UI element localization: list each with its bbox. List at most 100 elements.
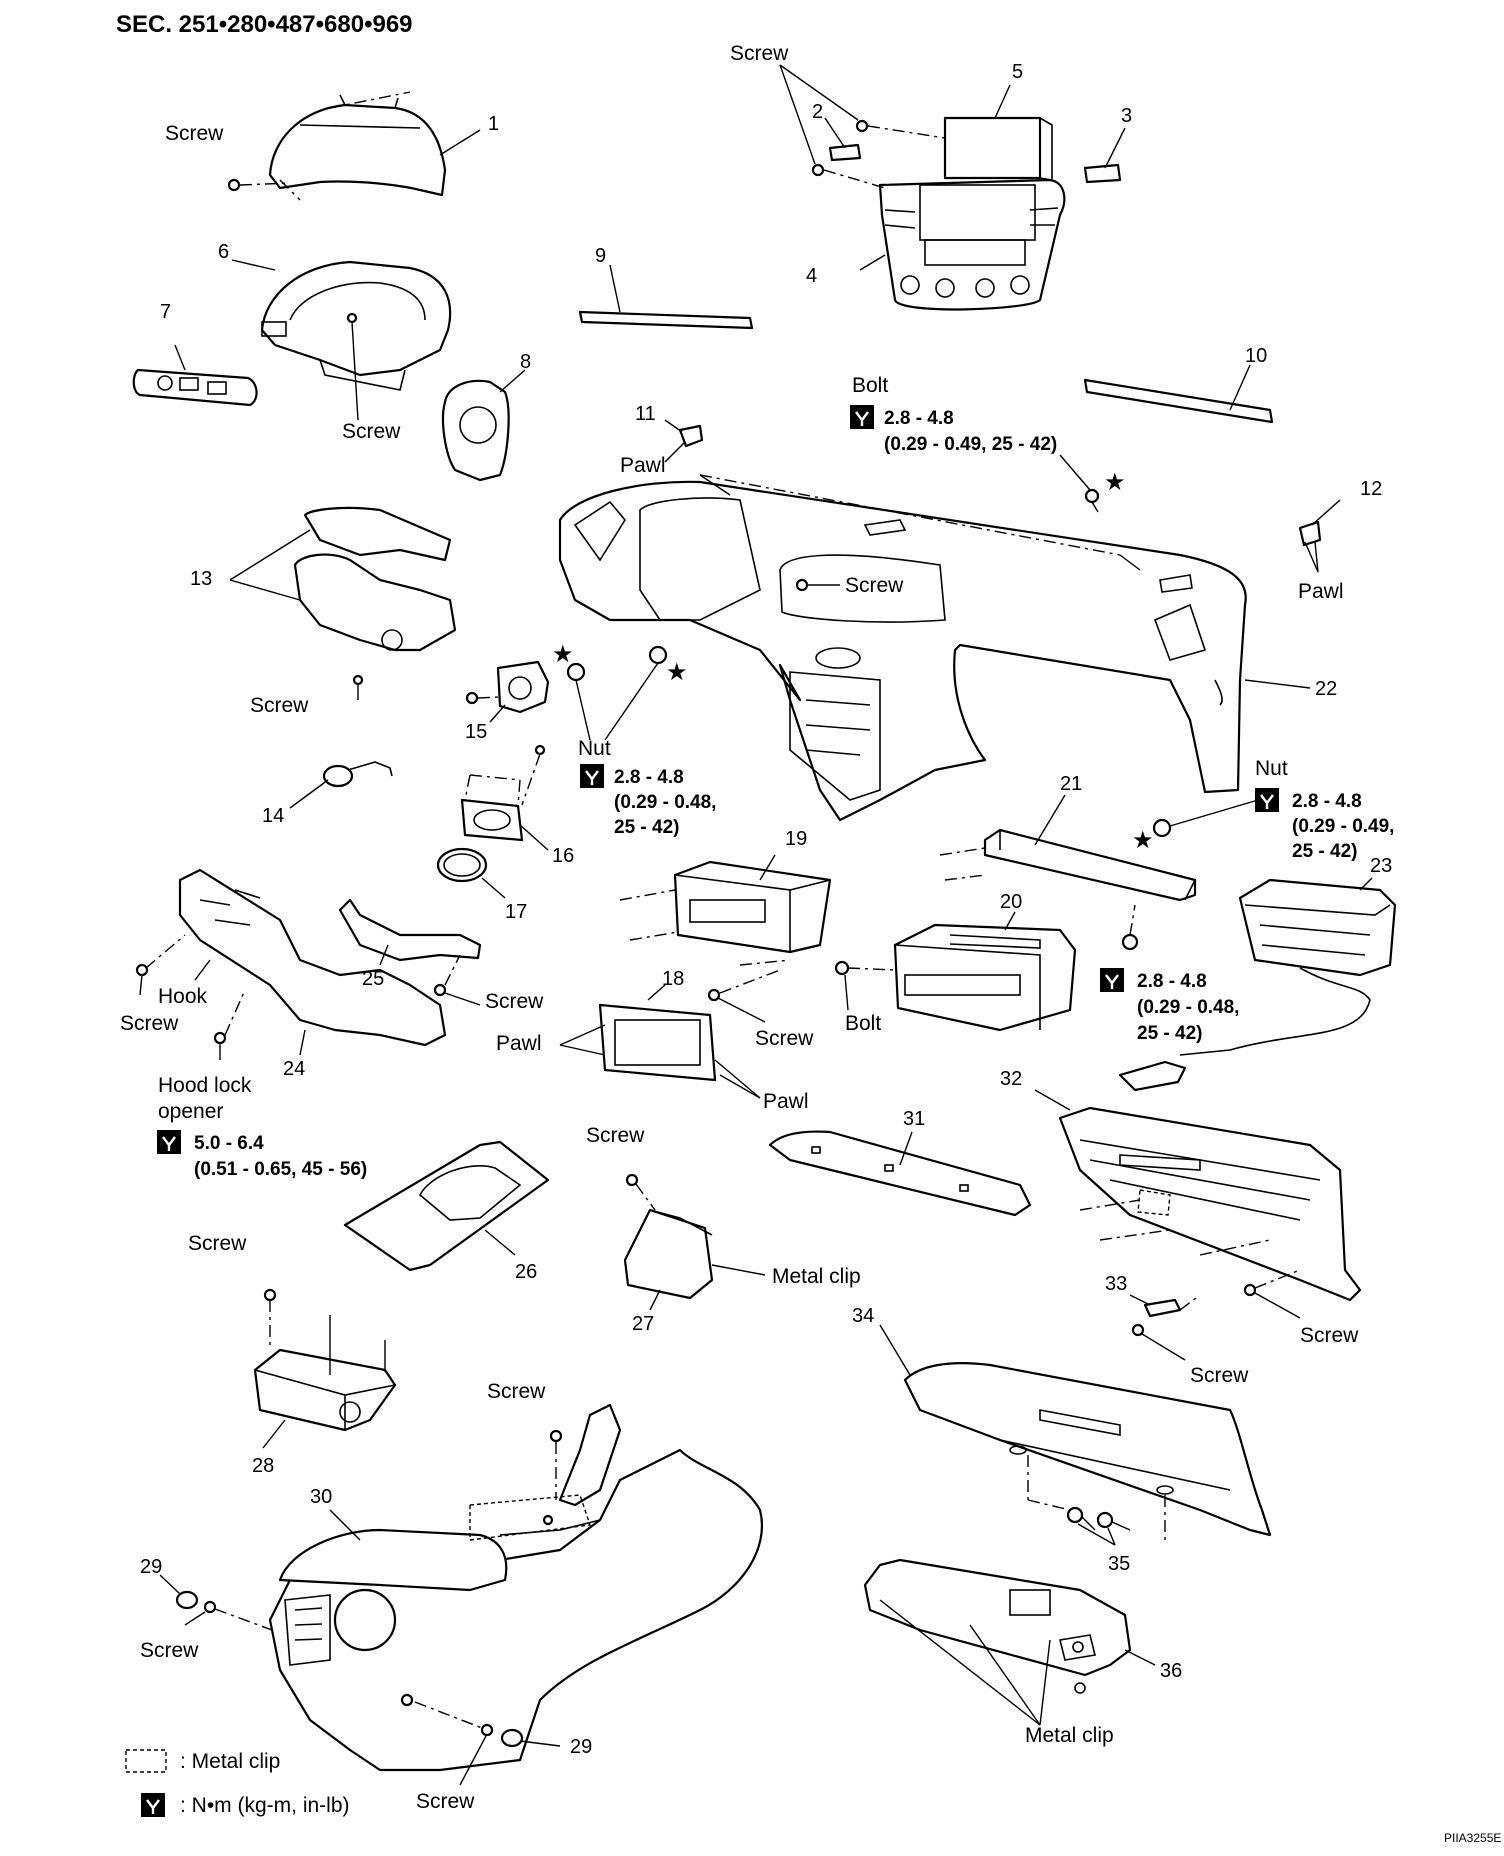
torque-value: 25 - 42): [614, 817, 679, 838]
part-number-25: 25: [362, 968, 384, 990]
part-number-13: 13: [190, 568, 212, 590]
part-5-display-unit: [943, 84, 1053, 181]
part-2-side-finisher: [824, 117, 862, 162]
torque-wrench-icon: [141, 1793, 165, 1817]
part-20-ac-control: [893, 911, 1077, 1032]
screw-label: Screw: [755, 1027, 814, 1050]
part-14-spiral-cable: [289, 761, 393, 809]
legend-metal-clip-label: : Metal clip: [180, 1750, 280, 1773]
torque-value: 5.0 - 6.4: [194, 1133, 264, 1154]
torque-value: 25 - 42): [1137, 1023, 1202, 1044]
bolt-label: Bolt: [845, 1012, 881, 1035]
part-16-finisher: [460, 744, 549, 851]
screw-label: Screw: [140, 1639, 199, 1662]
torque-value: (0.29 - 0.49, 25 - 42): [884, 434, 1057, 455]
part-22-instrument-panel: [558, 474, 1311, 822]
part-26-console-finisher: [343, 1140, 550, 1272]
screw-label: Screw: [342, 420, 401, 443]
part-9-defroster-grille: [578, 264, 754, 330]
part-7-switch-panel: [132, 344, 258, 407]
part-6-cluster-bezel: [231, 259, 452, 421]
section-header: SEC. 251•280•487•680•969: [116, 11, 413, 38]
part-32-glovebox-frame: [1034, 1089, 1362, 1319]
part-23-passenger-airbag: [1118, 877, 1397, 1092]
screw-label: Screw: [586, 1124, 645, 1147]
part-number-8: 8: [520, 351, 531, 373]
bolt-20: [834, 960, 896, 1011]
part-number-12: 12: [1360, 478, 1382, 500]
part-number-31: 31: [903, 1108, 925, 1130]
screw-label: Screw: [250, 694, 309, 717]
pawl-label: Pawl: [763, 1090, 809, 1113]
part-3-side-finisher: [1083, 127, 1126, 184]
part-number-18: 18: [662, 968, 684, 990]
part-number-20: 20: [1000, 891, 1022, 913]
glovebox-screw: [795, 578, 840, 592]
part-29-cap: [414, 1701, 561, 1786]
torque-wrench-icon: [580, 764, 604, 788]
part-8-knee-cover: [441, 369, 526, 482]
bolt-label: Bolt: [852, 374, 888, 397]
star-icon: ★: [1132, 827, 1154, 854]
pawl-label: Pawl: [1298, 580, 1344, 603]
legend-metal-clip: [125, 1749, 167, 1773]
part-number-1: 1: [488, 113, 499, 135]
part-number-14: 14: [262, 805, 284, 827]
screw-label: Screw: [165, 122, 224, 145]
star-icon: ★: [666, 659, 688, 686]
part-number-36: 36: [1160, 1660, 1182, 1682]
part-25-lower-cover: [338, 898, 482, 1006]
part-19-audio-unit: [619, 854, 832, 966]
metal-clip-label: Metal clip: [772, 1265, 861, 1288]
torque-wrench-icon: [1255, 788, 1279, 812]
part-31-finisher-strip: [768, 1130, 1032, 1217]
part-number-28: 28: [252, 1455, 274, 1477]
nut-21: [1121, 904, 1139, 951]
part-number-30: 30: [310, 1486, 332, 1508]
nut-label: Nut: [578, 737, 611, 760]
part-number-26: 26: [515, 1261, 537, 1283]
part-number-34: 34: [852, 1305, 874, 1327]
torque-value: 25 - 42): [1292, 841, 1357, 862]
part-number-33: 33: [1105, 1273, 1127, 1295]
screw-label: Screw: [487, 1380, 546, 1403]
part-number-6: 6: [218, 241, 229, 263]
part-number-15: 15: [465, 721, 487, 743]
part-number-7: 7: [160, 301, 171, 323]
torque-value: (0.51 - 0.65, 45 - 56): [194, 1159, 367, 1180]
part-24-lower-panel: [135, 868, 447, 1060]
torque-value: (0.29 - 0.49,: [1292, 816, 1394, 837]
part-number-29: 29: [140, 1556, 162, 1578]
nuts-left: ★ ★: [552, 641, 688, 741]
part-36-glovebox-inner: [863, 1558, 1156, 1726]
part-11-clip: [664, 419, 704, 463]
part-27-ashtray: [623, 1173, 766, 1311]
part-21-bracket: [939, 794, 1197, 902]
part-number-35: 35: [1108, 1553, 1130, 1575]
part-12-clip: [1298, 499, 1341, 573]
part-number-4: 4: [806, 265, 817, 287]
metal-clip-label: Metal clip: [1025, 1724, 1114, 1747]
torque-value: 2.8 - 4.8: [884, 408, 954, 429]
pawl-label: Pawl: [620, 454, 666, 477]
part-number-19: 19: [785, 828, 807, 850]
screw-label: Screw: [845, 574, 904, 597]
part-number-17: 17: [505, 901, 527, 923]
star-icon: ★: [1104, 469, 1126, 496]
screw-label: Screw: [416, 1790, 475, 1813]
part-number-5: 5: [1012, 61, 1023, 83]
torque-wrench-icon: [157, 1130, 181, 1154]
torque-value: 2.8 - 4.8: [1137, 971, 1207, 992]
part-1-cluster-lid: [227, 91, 481, 201]
part-number-32: 32: [1000, 1068, 1022, 1090]
part-number-3: 3: [1121, 105, 1132, 127]
torque-wrench-icon: [850, 405, 874, 429]
screws-top-center: [779, 64, 946, 189]
screw-label: Screw: [1300, 1324, 1359, 1347]
hood-lock-label: Hood lock: [158, 1074, 252, 1097]
part-number-21: 21: [1060, 773, 1082, 795]
part-33-bracket: [1129, 1294, 1201, 1361]
part-35-stoppers: [1027, 1455, 1166, 1546]
torque-value: (0.29 - 0.48,: [614, 792, 716, 813]
